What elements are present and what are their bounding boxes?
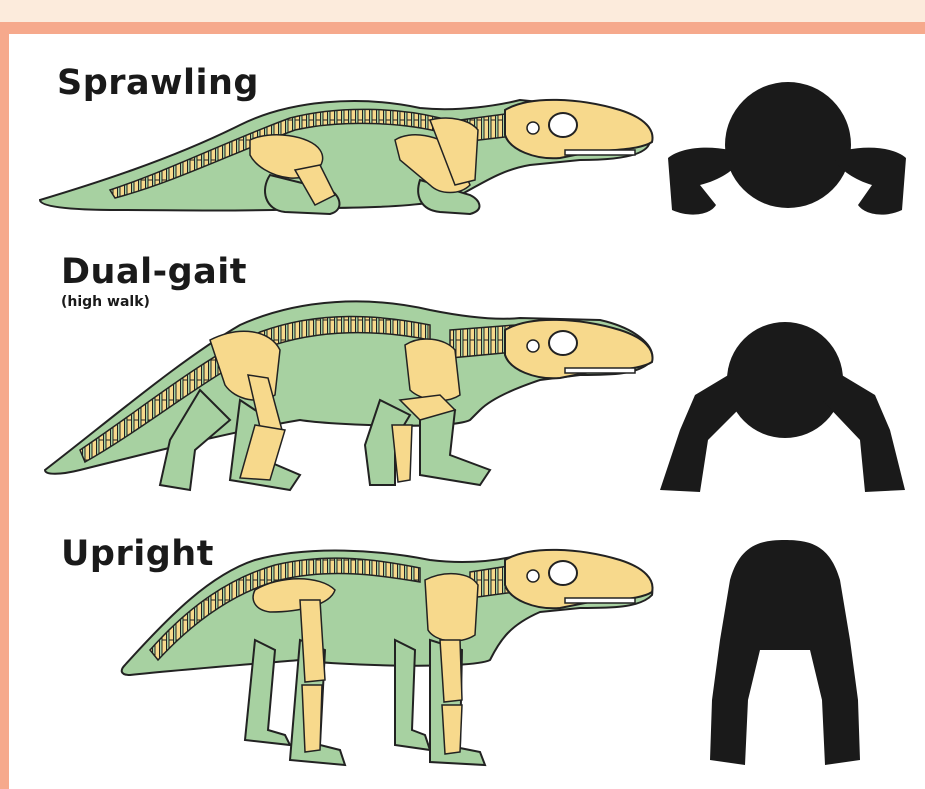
sprawling-silhouette-left-limb [668,148,740,215]
upright-forearm [442,705,462,754]
dual-gait-nostril [527,340,539,352]
sprawling-nostril [527,122,539,134]
dual-gait-silhouette-body [727,322,843,438]
upright-silhouette [710,540,860,765]
upright-tibia [302,685,322,752]
upright-front-silhouette [710,540,860,765]
upright-scapula [425,574,478,641]
upright-jaw-gap [565,598,635,603]
upright-nostril [527,570,539,582]
sprawling-front-silhouette [668,82,906,215]
sprawling-jaw-gap [565,150,635,155]
dual-gait-front-silhouette [660,322,905,492]
dual-gait-eye-socket [549,331,577,355]
dual-gait-silhouette-left-limb [660,368,748,492]
dual-gait-scapula [405,339,460,400]
dual-gait-jaw-gap [565,368,635,373]
upright-femur [300,600,325,682]
sprawling-eye-socket [549,113,577,137]
upright-skeleton-figure [122,550,653,765]
dual-gait-skeleton-figure [45,301,653,490]
upright-eye-socket [549,561,577,585]
dual-gait-silhouette-right-limb [822,368,905,492]
sprawling-silhouette-right-limb [835,148,906,215]
upright-humerus [440,640,462,702]
sprawling-skeleton-figure [40,100,653,214]
sprawling-silhouette-body [725,82,851,208]
